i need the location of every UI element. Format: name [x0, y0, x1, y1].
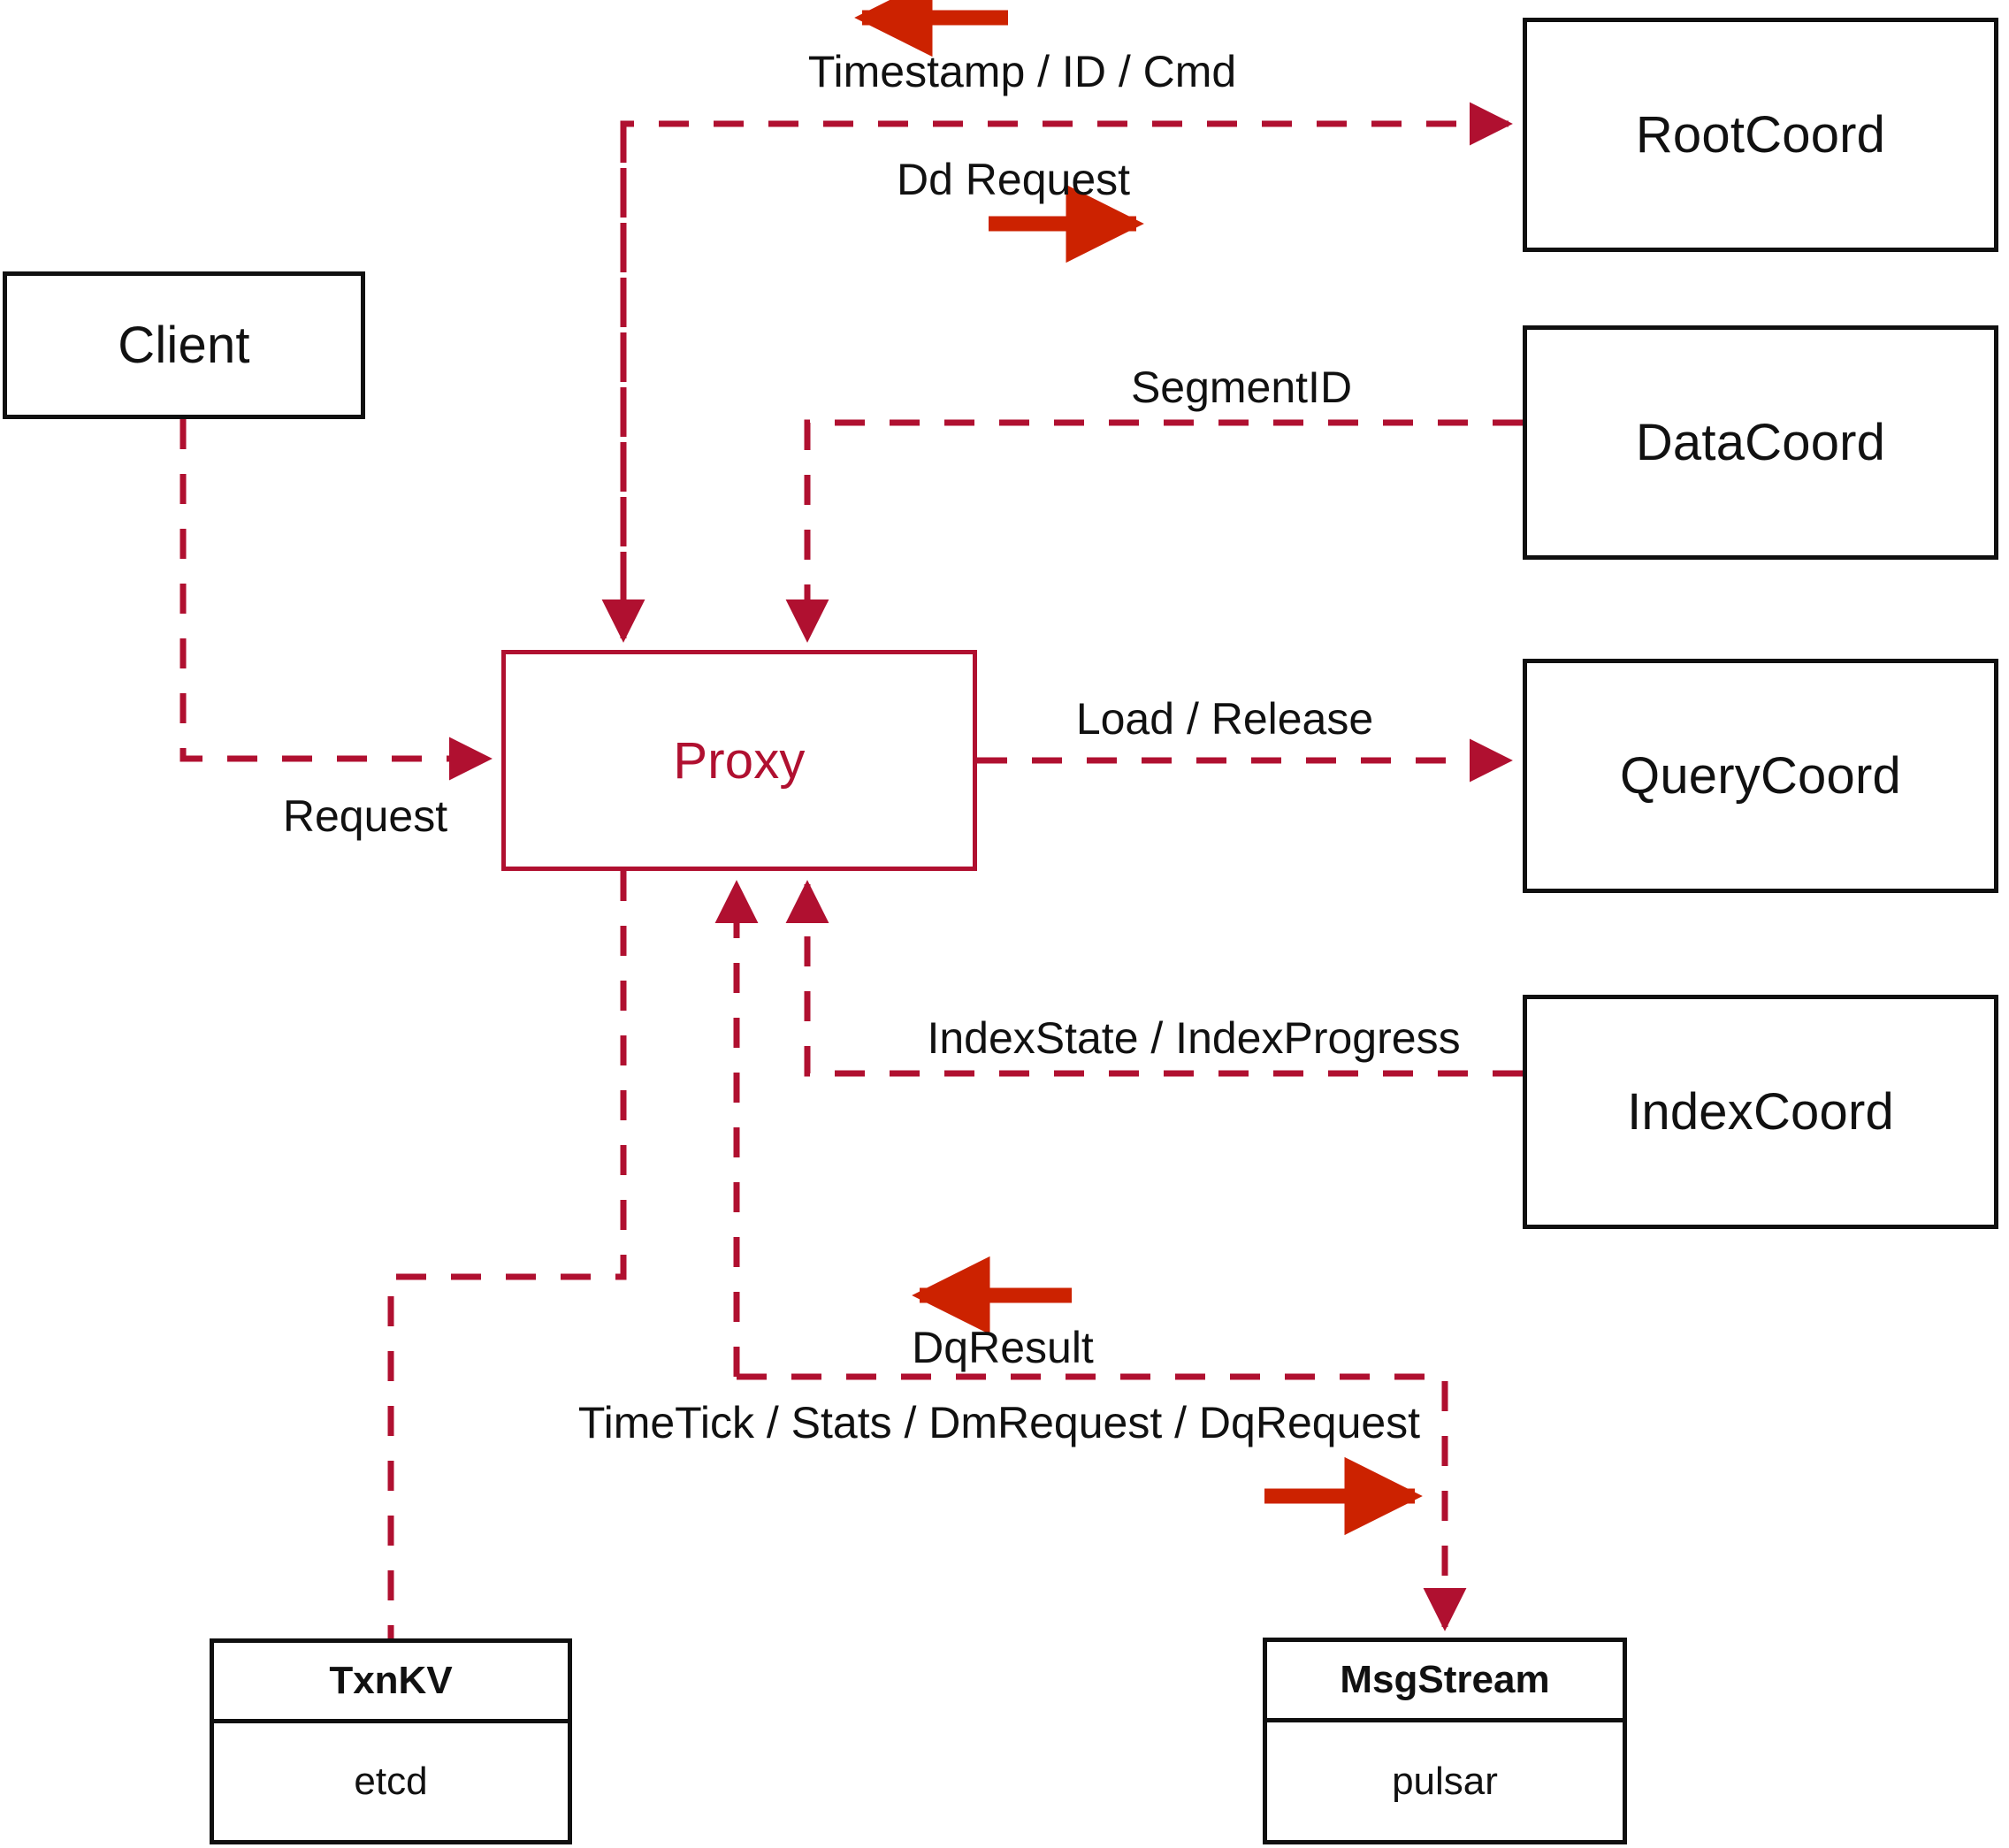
node-txnkv[interactable]: TxnKV etcd	[210, 1638, 572, 1844]
node-txnkv-header: TxnKV	[214, 1643, 568, 1723]
node-index-coord-label: IndexCoord	[1627, 1083, 1894, 1141]
node-txnkv-impl: etcd	[354, 1760, 428, 1803]
node-proxy-label: Proxy	[673, 731, 806, 790]
connector-segment-id	[785, 419, 1523, 643]
edge-label-load-release: Load / Release	[1075, 694, 1374, 744]
edge-label-dd-request: Dd Request	[896, 155, 1131, 204]
node-txnkv-body: etcd	[214, 1723, 568, 1840]
node-msgstream-body: pulsar	[1267, 1722, 1623, 1840]
edge-label-dq-result: DqResult	[912, 1323, 1094, 1372]
node-msgstream-title: MsgStream	[1340, 1658, 1550, 1701]
connector-proxy-txnkv	[387, 871, 627, 1638]
edge-label-request: Request	[282, 791, 448, 841]
node-msgstream-impl: pulsar	[1392, 1759, 1498, 1803]
edge-label-timestamp-id-cmd: Timestamp / ID / Cmd	[807, 47, 1237, 96]
edge-label-timetick-stats-dmrequest-dqrequest: TimeTick / Stats / DmRequest / DqRequest	[577, 1398, 1421, 1447]
node-data-coord-label: DataCoord	[1635, 414, 1886, 471]
node-msgstream-header: MsgStream	[1267, 1642, 1623, 1722]
node-query-coord-label: QueryCoord	[1620, 747, 1901, 805]
connector-request	[180, 419, 493, 781]
node-root-coord-label: RootCoord	[1635, 106, 1886, 164]
edge-label-index-state-progress: IndexState / IndexProgress	[927, 1013, 1461, 1063]
node-client-label: Client	[118, 317, 250, 374]
node-proxy[interactable]: Proxy	[501, 650, 977, 871]
node-query-coord[interactable]: QueryCoord	[1523, 659, 1998, 893]
node-msgstream[interactable]: MsgStream pulsar	[1263, 1638, 1627, 1844]
node-data-coord[interactable]: DataCoord	[1523, 325, 1998, 560]
node-txnkv-title: TxnKV	[329, 1659, 453, 1702]
node-index-coord[interactable]: IndexCoord	[1523, 995, 1998, 1229]
node-client[interactable]: Client	[3, 271, 365, 419]
edge-label-segment-id: SegmentID	[1130, 363, 1353, 412]
node-root-coord[interactable]: RootCoord	[1523, 18, 1998, 252]
